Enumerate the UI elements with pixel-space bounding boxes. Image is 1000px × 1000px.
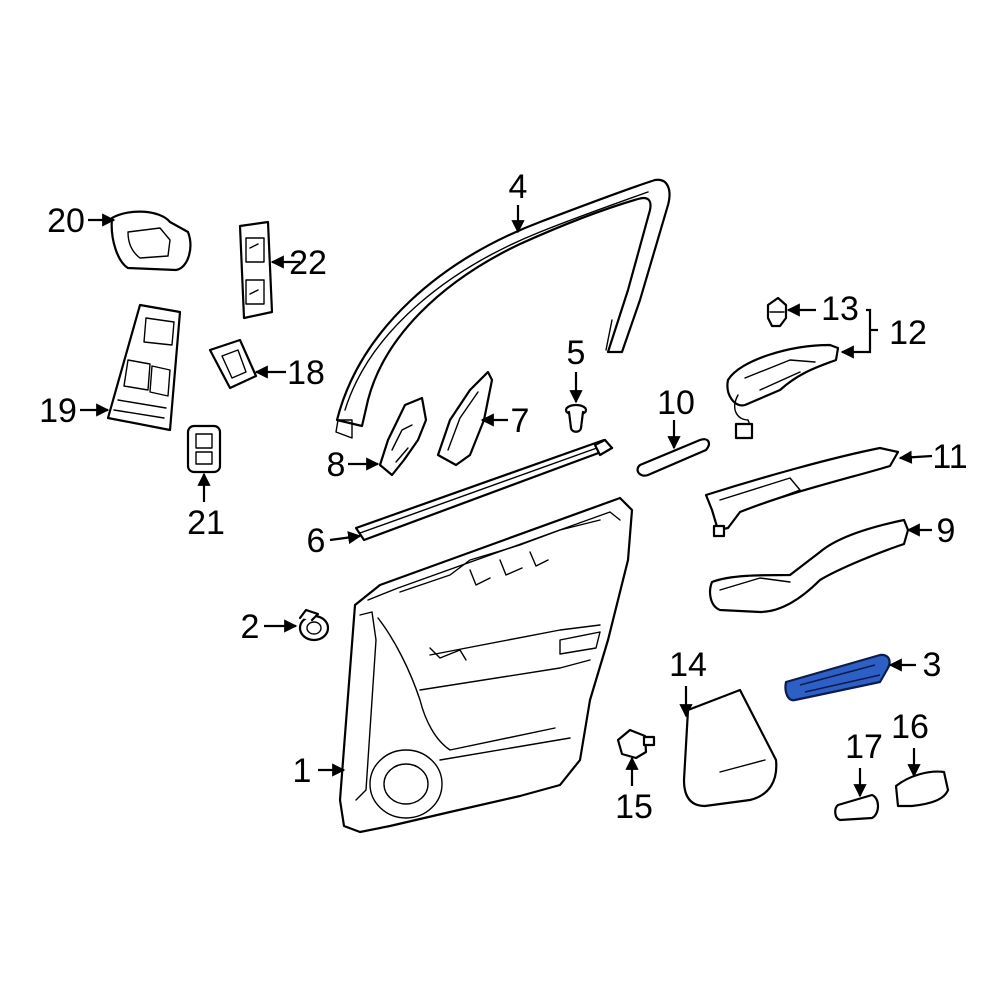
part-7-mirror-triangle-trim[interactable] — [436, 370, 494, 467]
part-8-mirror-cover-inner[interactable] — [378, 396, 428, 477]
callout-13: 13 — [821, 290, 859, 328]
callout-17: 17 — [845, 728, 883, 766]
callout-4: 4 — [509, 168, 528, 206]
leader-lines — [80, 205, 933, 798]
part-22-switch-housing[interactable] — [238, 220, 274, 320]
callout-2: 2 — [241, 608, 260, 646]
part-19-window-switch-panel[interactable] — [106, 303, 182, 432]
part-17-cap[interactable] — [834, 793, 880, 822]
part-3-highlighted-trim[interactable] — [784, 653, 891, 702]
callout-18: 18 — [287, 354, 325, 392]
part-2-fastener[interactable] — [298, 608, 330, 642]
callout-21: 21 — [187, 504, 225, 542]
callout-10: 10 — [657, 384, 695, 422]
callout-15: 15 — [615, 788, 653, 826]
part-11-armrest-cover[interactable] — [704, 446, 900, 538]
callout-20: 20 — [47, 202, 85, 240]
part-18-switch[interactable] — [208, 338, 258, 390]
callout-12: 12 — [889, 314, 927, 352]
callout-6: 6 — [307, 522, 326, 560]
part-14-speaker-trim[interactable] — [682, 688, 778, 808]
part-6-belt-weatherstrip[interactable] — [354, 438, 614, 542]
part-5-clip[interactable] — [564, 403, 588, 433]
part-1-door-trim-panel[interactable] — [338, 496, 634, 834]
callout-9: 9 — [937, 512, 956, 550]
callout-labels: 4 5 7 8 6 10 11 9 3 13 12 14 15 17 16 2 … — [39, 168, 968, 826]
callout-19: 19 — [39, 392, 77, 430]
part-10-trim-insert[interactable] — [636, 438, 710, 477]
callout-7: 7 — [511, 402, 530, 440]
callout-22: 22 — [289, 244, 327, 282]
part-13-screw[interactable] — [766, 296, 788, 328]
part-4-window-frame-molding[interactable] — [335, 178, 671, 439]
part-20-seat-switch[interactable] — [110, 210, 192, 272]
callout-1: 1 — [293, 752, 312, 790]
callout-8: 8 — [327, 446, 346, 484]
part-12-inside-handle[interactable] — [726, 343, 840, 440]
callout-16: 16 — [891, 708, 929, 746]
part-16-cover[interactable] — [894, 770, 950, 808]
part-15-clip[interactable] — [616, 728, 656, 760]
part-9-armrest[interactable] — [709, 518, 910, 614]
part-21-switch[interactable] — [186, 424, 222, 474]
callout-11: 11 — [932, 438, 967, 476]
callout-5: 5 — [567, 334, 586, 372]
callout-3: 3 — [923, 646, 942, 684]
callout-14: 14 — [669, 646, 707, 684]
